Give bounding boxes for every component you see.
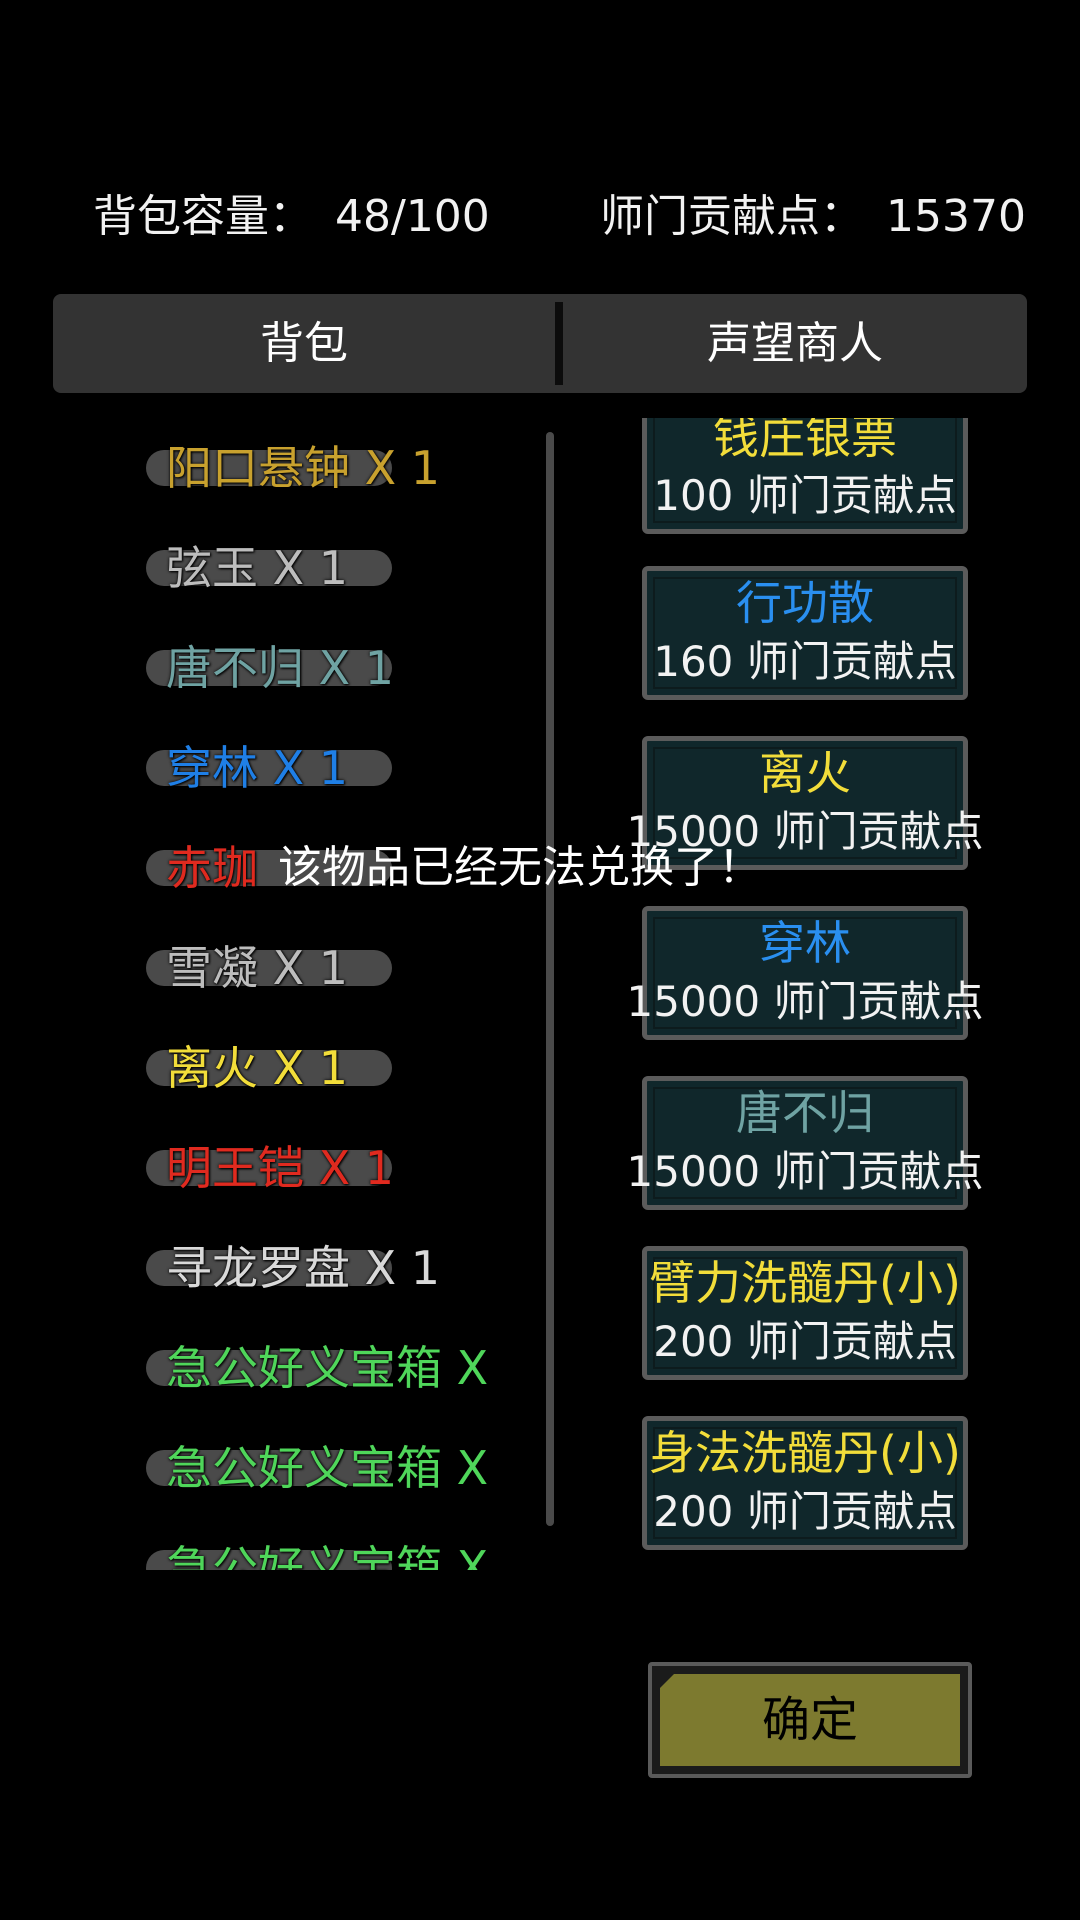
- inventory-item-bg: [146, 850, 392, 886]
- merchant-item-price: 100 师门贡献点: [653, 471, 957, 520]
- inventory-item-label: 雪凝 X 1: [166, 941, 349, 995]
- contribution-points: 师门贡献点： 15370: [600, 180, 1026, 244]
- confirm-button[interactable]: 确定: [648, 1662, 972, 1778]
- merchant-item-card[interactable]: 离火 15000 师门贡献点: [627, 736, 983, 870]
- inventory-item[interactable]: 明王铠 X 1: [146, 1141, 394, 1195]
- merchant-item-price: 15000 师门贡献点: [626, 807, 984, 856]
- inventory-item-label: 急公好义宝箱 X: [166, 1441, 489, 1495]
- merchant-item-title: 身法洗髓丹(小): [649, 1426, 961, 1480]
- inventory-item-bg: [146, 1550, 392, 1570]
- inventory-scrollbar[interactable]: [546, 432, 554, 1526]
- inventory-item-label: 离火 X 1: [166, 1041, 349, 1095]
- merchant-item-card[interactable]: 钱庄银票 100 师门贡献点: [642, 418, 968, 534]
- inventory-item-bg: [146, 650, 392, 686]
- merchant-card-inner: [653, 577, 957, 689]
- merchant-item-card[interactable]: 行功散 160 师门贡献点: [642, 566, 968, 700]
- inventory-item-label: 穿林 X 1: [166, 741, 349, 795]
- merchant-item-card[interactable]: 唐不归 15000 师门贡献点: [627, 1076, 983, 1210]
- inventory-item-label: 明王铠 X 1: [166, 1141, 395, 1195]
- merchant-item-card[interactable]: 身法洗髓丹(小) 200 师门贡献点: [642, 1416, 968, 1550]
- merchant-card-inner: [653, 747, 957, 859]
- inventory-item-bg: [146, 450, 392, 486]
- merchant-card-inner: [653, 1257, 957, 1369]
- bag-capacity-label: 背包容量：: [93, 191, 313, 242]
- tab-bar: 背包 声望商人: [53, 294, 1027, 393]
- merchant-item-price: 200 师门贡献点: [653, 1487, 957, 1536]
- tab-divider: [555, 302, 563, 385]
- inventory-item-label: 唐不归 X 1: [166, 641, 395, 695]
- merchant-item-price: 160 师门贡献点: [653, 637, 957, 686]
- merchant-item-title: 臂力洗髓丹(小): [649, 1256, 961, 1310]
- merchant-item-card[interactable]: 穿林 15000 师门贡献点: [627, 906, 983, 1040]
- merchant-item-card[interactable]: 臂力洗髓丹(小) 200 师门贡献点: [642, 1246, 968, 1380]
- bag-capacity: 背包容量： 48/100: [93, 180, 490, 244]
- inventory-item-bg: [146, 550, 392, 586]
- inventory-item[interactable]: 阳口悬钟 X 1: [146, 441, 440, 495]
- merchant-item-price: 200 师门贡献点: [653, 1317, 957, 1366]
- inventory-item-bg: [146, 950, 392, 986]
- inventory-item[interactable]: 寻龙罗盘 X 1: [146, 1241, 440, 1295]
- confirm-button-face: [660, 1674, 960, 1766]
- merchant-card-inner: [653, 1087, 957, 1199]
- inventory-item[interactable]: 唐不归 X 1: [146, 641, 394, 695]
- merchant-card-inner: [653, 917, 957, 1029]
- inventory-item[interactable]: 急公好义宝箱 X: [146, 1541, 488, 1570]
- inventory-item[interactable]: 离火 X 1: [146, 1041, 392, 1095]
- inventory-item-bg: [146, 1450, 392, 1486]
- contribution-label: 师门贡献点：: [600, 191, 864, 242]
- inventory-item[interactable]: 穿林 X 1: [146, 741, 392, 795]
- inventory-item[interactable]: 雪凝 X 1: [146, 941, 392, 995]
- merchant-item-title: 唐不归: [736, 1086, 874, 1140]
- merchant-item-title: 离火: [759, 746, 851, 800]
- bag-capacity-value: 48/100: [335, 191, 490, 242]
- inventory-item-bg: [146, 1250, 392, 1286]
- inventory-item[interactable]: 急公好义宝箱 X: [146, 1341, 488, 1395]
- inventory-list[interactable]: 阳口悬钟 X 1 弦玉 X 1 唐不归 X 1 穿林 X 1 赤珈雪凝 X 1 离火 X …: [140, 418, 540, 1570]
- inventory-item-label: 弦玉 X 1: [166, 541, 349, 595]
- inventory-item-bg: [146, 1350, 392, 1386]
- inventory-item-bg: [146, 750, 392, 786]
- merchant-item-title: 穿林: [759, 916, 851, 970]
- merchant-card-inner: [653, 418, 957, 523]
- inventory-item-label: 急公好义宝箱 X: [166, 1341, 489, 1395]
- merchant-item-title: 钱庄银票: [713, 418, 897, 464]
- merchant-item-price: 15000 师门贡献点: [626, 977, 984, 1026]
- inventory-item-label: 赤珈: [166, 841, 258, 895]
- contribution-value: 15370: [886, 191, 1026, 242]
- inventory-item[interactable]: 赤珈: [146, 841, 392, 895]
- inventory-item-bg: [146, 1050, 392, 1086]
- inventory-item[interactable]: 急公好义宝箱 X: [146, 1441, 488, 1495]
- inventory-item[interactable]: 弦玉 X 1: [146, 541, 392, 595]
- inventory-item-bg: [146, 1150, 392, 1186]
- confirm-button-label: 确定: [761, 1692, 858, 1748]
- inventory-item-label: 寻龙罗盘 X 1: [166, 1241, 441, 1295]
- tab-bag[interactable]: 背包: [260, 318, 348, 369]
- merchant-card-inner: [653, 1427, 957, 1539]
- inventory-item-label: 急公好义宝箱 X: [166, 1541, 489, 1570]
- merchant-item-price: 15000 师门贡献点: [626, 1147, 984, 1196]
- merchant-item-title: 行功散: [736, 576, 874, 630]
- inventory-item-label: 阳口悬钟 X 1: [166, 441, 441, 495]
- toast-message: 该物品已经无法兑换了！: [278, 842, 762, 893]
- tab-merchant[interactable]: 声望商人: [707, 318, 883, 369]
